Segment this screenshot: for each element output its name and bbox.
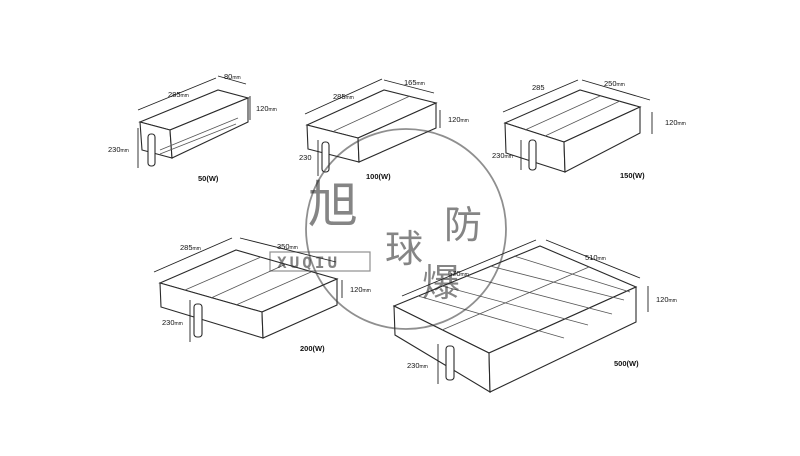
- mount-bracket: [445, 345, 455, 381]
- watermark-char-2: 球: [385, 227, 423, 271]
- dim-width: [581, 79, 651, 101]
- watermark-latin-box: [269, 251, 371, 272]
- length-label: 285mm: [333, 92, 354, 101]
- dim-width: [545, 239, 641, 279]
- center-divider: [441, 266, 590, 331]
- cross-divider: [513, 255, 631, 293]
- watermark-circle: [305, 128, 507, 330]
- fin: [159, 117, 239, 151]
- width-label: 80mm: [224, 72, 241, 81]
- watermark-char-3: 防: [444, 203, 482, 247]
- dim-length: [502, 79, 579, 113]
- width-label: 510mm: [585, 253, 606, 262]
- product-500w: 570mm 510mm 120mm 230mm 500(W): [392, 239, 677, 393]
- mount-label: 230mm: [492, 151, 513, 160]
- cross-divider: [417, 295, 565, 339]
- mount-label: 230mm: [108, 145, 129, 154]
- side-face: [563, 106, 641, 173]
- height-label: 120mm: [350, 285, 371, 294]
- dim-length: [401, 239, 537, 297]
- fin-divider: [184, 256, 262, 291]
- mount-label: 230: [299, 153, 312, 162]
- side-face: [169, 97, 249, 159]
- width-label: 165mm: [404, 78, 425, 87]
- watermark-char-1: 旭: [308, 176, 358, 234]
- dim-width: [217, 75, 247, 85]
- side-face: [261, 278, 338, 339]
- dim-width: [383, 79, 435, 94]
- watermark-latin: XUQIU: [277, 253, 340, 272]
- side-face: [488, 286, 637, 393]
- length-label: 285: [532, 83, 545, 92]
- fin-divider: [210, 263, 287, 299]
- height-label: 120mm: [256, 104, 277, 113]
- mount-bracket: [528, 139, 537, 171]
- caption: 100(W): [366, 172, 391, 181]
- mount-bracket: [147, 133, 156, 167]
- cross-divider: [489, 265, 625, 301]
- side-face: [357, 102, 437, 163]
- fin: [159, 123, 237, 155]
- width-label: 350mm: [277, 242, 298, 251]
- caption: 200(W): [300, 344, 325, 353]
- caption: 500(W): [614, 359, 639, 368]
- product-50w: 285mm 80mm 120mm 230mm 50(W): [108, 72, 277, 183]
- product-100w: 285mm 165mm 120mm 230 100(W): [299, 78, 469, 181]
- height-label: 120mm: [656, 295, 677, 304]
- caption: 150(W): [620, 171, 645, 180]
- watermark-logo: 旭 球 防 爆 XUQIU: [269, 128, 507, 330]
- product-150w: 285 250mm 120mm 230mm 150(W): [492, 79, 686, 180]
- height-label: 120mm: [448, 115, 469, 124]
- cross-divider: [441, 285, 589, 326]
- dim-width: [239, 237, 337, 263]
- watermark-char-4: 爆: [422, 261, 460, 305]
- fin-divider: [544, 100, 621, 137]
- dim-length: [304, 78, 383, 115]
- caption: 50(W): [198, 174, 219, 183]
- mount-bracket: [321, 141, 330, 173]
- length-label: 285mm: [168, 90, 189, 99]
- length-label: 570mm: [448, 269, 469, 278]
- fin-divider: [524, 95, 601, 131]
- mount-label: 230mm: [162, 318, 183, 327]
- length-label: 285mm: [180, 243, 201, 252]
- height-label: 120mm: [665, 118, 686, 127]
- dim-length: [153, 237, 233, 273]
- mount-bracket: [193, 303, 203, 338]
- product-200w: 285mm 350mm 120mm 230mm 200(W): [153, 237, 371, 353]
- width-label: 250mm: [604, 79, 625, 88]
- mount-label: 230mm: [407, 361, 428, 370]
- dim-length: [137, 77, 217, 111]
- fin-divider: [333, 95, 411, 132]
- fin-divider: [235, 271, 312, 306]
